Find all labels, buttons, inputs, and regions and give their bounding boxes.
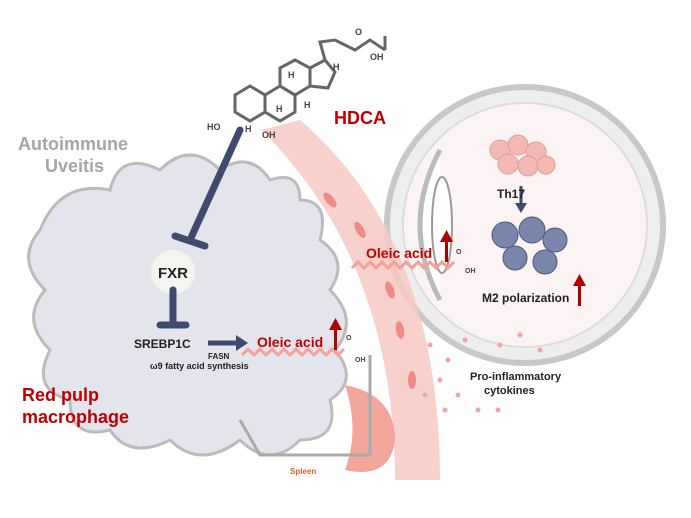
synthesis-label: ω9 fatty acid synthesis (150, 361, 249, 371)
spleen-connector (238, 355, 372, 457)
th17-cells (489, 134, 556, 177)
hdca-label: HDCA (334, 108, 386, 128)
h-label: H (333, 62, 340, 72)
fatty-acid-chain (350, 259, 456, 271)
m2-macrophages (491, 216, 568, 275)
fxr-node (151, 250, 195, 294)
blood-vessel (262, 120, 440, 480)
o-label: O (456, 249, 462, 256)
h-label: H (245, 124, 252, 134)
cytokine-dots (422, 332, 543, 413)
fatty-acid-chain (240, 346, 346, 358)
red-blood-cells (323, 192, 416, 389)
red-pulp-label: Red pulp (22, 385, 99, 405)
h-label: H (276, 104, 283, 114)
fasn-label: FASN (208, 352, 230, 361)
hdca-molecule (233, 36, 387, 123)
autoimmune-label: Autoimmune (18, 134, 128, 154)
th17-label: Th17 (497, 187, 525, 201)
uveitis-label: Uveitis (45, 156, 104, 176)
cytokines-label: cytokines (484, 385, 535, 397)
h-label: H (288, 70, 295, 80)
fxr-label: FXR (158, 265, 188, 282)
arrow-head-icon (236, 335, 248, 351)
inhibition-hdca-fxr (171, 126, 244, 250)
oh-label: OH (370, 52, 384, 62)
oleic-acid-eye-label: Oleic acid (366, 245, 432, 261)
pro-inflammatory-label: Pro-inflammatory (470, 371, 562, 383)
down-arrow-head-icon (515, 203, 527, 213)
h-label: H (304, 100, 311, 110)
ho-label: HO (207, 122, 221, 132)
inhibition-fxr-srebp1c (156, 286, 190, 329)
o-label: O (355, 27, 362, 37)
spleen-label: Spleen (290, 467, 316, 476)
oleic-acid-macrophage-label: Oleic acid (257, 334, 323, 350)
oh-label: OH (262, 130, 276, 140)
macrophage-label: macrophage (22, 407, 129, 427)
o-label: O (346, 335, 352, 342)
m2-polarization-label: M2 polarization (482, 291, 569, 305)
up-arrow-icon (329, 230, 586, 350)
srebp1c-label: SREBP1C (134, 337, 191, 351)
oh-label: OH (355, 357, 366, 364)
macrophage-cell (27, 153, 348, 457)
oh-label: OH (465, 268, 476, 275)
